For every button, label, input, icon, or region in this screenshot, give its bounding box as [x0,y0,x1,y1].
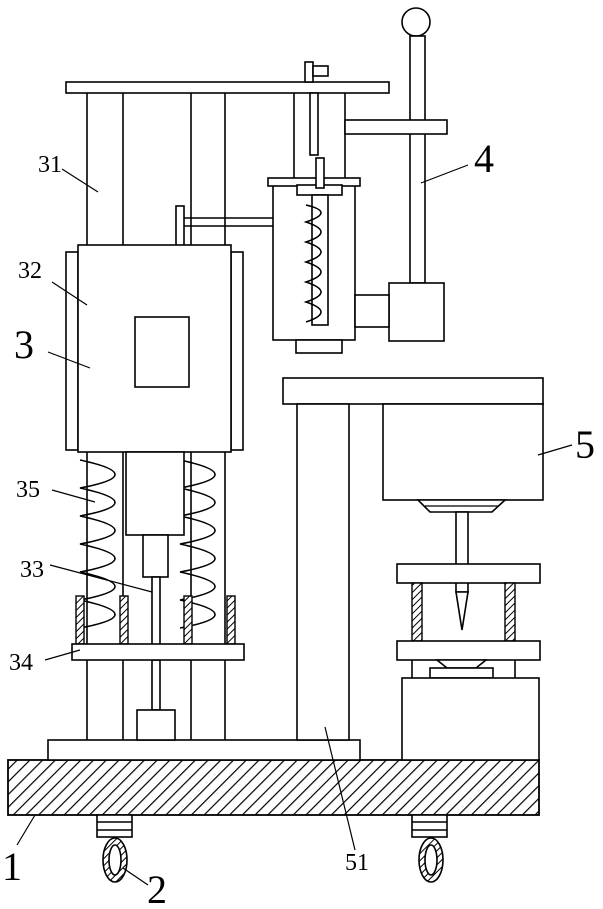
plunger [126,452,184,740]
label-32: 32 [18,258,42,284]
label-34: 34 [9,650,33,676]
label-35: 35 [16,477,40,503]
label-3: 3 [14,322,34,367]
drill-assembly [283,378,543,760]
label-51: 51 [345,850,369,876]
main-housing [66,245,243,452]
wheel-left [97,815,132,882]
label-4: 4 [474,136,494,181]
label-1: 1 [2,844,22,889]
label-5: 5 [575,422,595,467]
wheel-right [412,815,447,882]
label-31: 31 [38,152,62,178]
label-2: 2 [147,867,167,909]
lever-handle [345,8,447,341]
label-33: 33 [20,557,44,583]
cross-plate [72,644,244,660]
